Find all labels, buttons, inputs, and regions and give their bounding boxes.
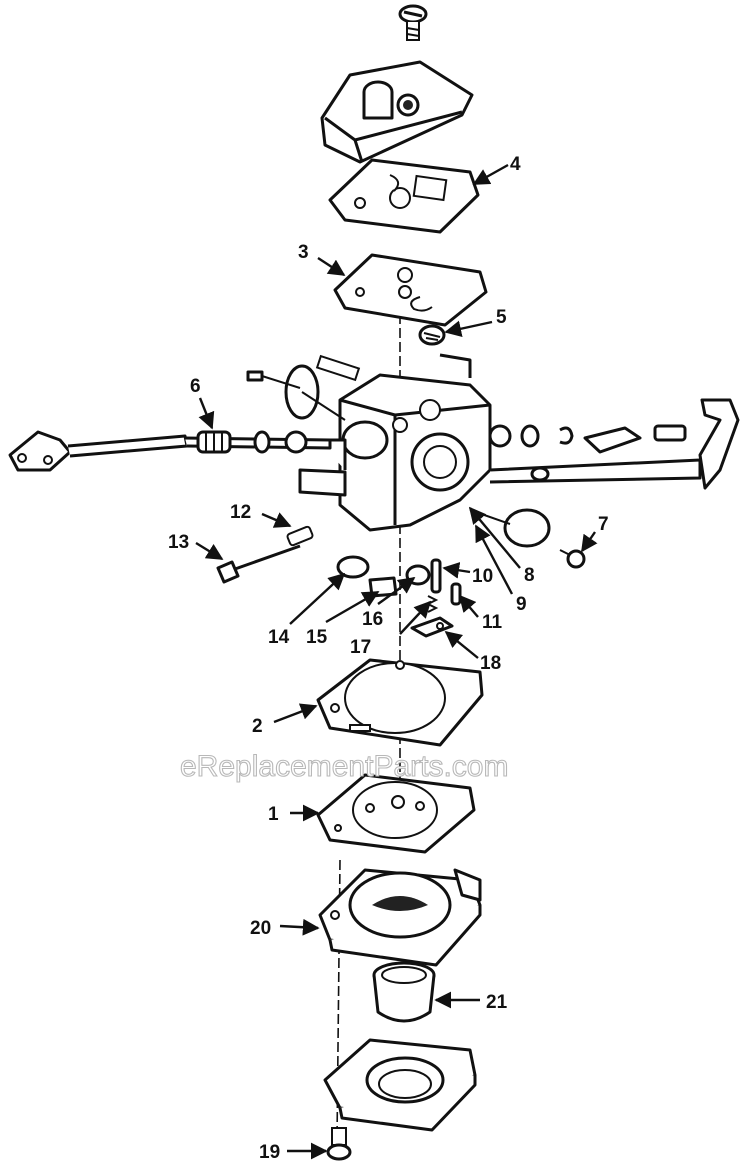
spring-6 bbox=[196, 430, 232, 454]
throttle-shaft-right bbox=[488, 398, 740, 490]
choke-shaft-left bbox=[8, 430, 332, 472]
callout-2: 2 bbox=[252, 716, 263, 737]
filter-21 bbox=[372, 961, 436, 1023]
callout-labels: 1 2 3 4 5 6 7 8 9 10 11 12 13 14 15 16 1… bbox=[168, 154, 609, 1163]
callout-18: 18 bbox=[480, 653, 501, 674]
callout-17: 17 bbox=[350, 637, 371, 658]
callout-leaders bbox=[195, 163, 598, 1160]
right-lower-parts bbox=[469, 508, 586, 569]
callout-3: 3 bbox=[298, 242, 309, 263]
callout-15: 15 bbox=[306, 627, 328, 648]
gasket-3 bbox=[333, 253, 488, 327]
callout-21: 21 bbox=[486, 992, 508, 1013]
top-cover bbox=[320, 60, 474, 164]
pump-body-20 bbox=[318, 868, 482, 967]
diaphragm-1 bbox=[316, 773, 476, 854]
callout-10: 10 bbox=[472, 566, 493, 587]
callout-9: 9 bbox=[516, 594, 527, 615]
callout-13: 13 bbox=[168, 532, 189, 553]
needle-13 bbox=[216, 525, 314, 584]
left-upper-parts bbox=[246, 354, 361, 421]
callout-4: 4 bbox=[510, 154, 521, 175]
gasket-4 bbox=[328, 158, 480, 234]
callout-19: 19 bbox=[259, 1142, 280, 1163]
callout-20: 20 bbox=[250, 918, 271, 939]
screw-19 bbox=[326, 1127, 352, 1161]
callout-14: 14 bbox=[268, 627, 290, 648]
callout-1: 1 bbox=[268, 804, 279, 825]
callout-5: 5 bbox=[496, 307, 507, 328]
callout-7: 7 bbox=[598, 514, 609, 535]
callout-12: 12 bbox=[230, 502, 251, 523]
carburetor-body bbox=[298, 353, 492, 532]
top-screw bbox=[398, 4, 428, 41]
callout-11: 11 bbox=[482, 612, 503, 633]
callout-6: 6 bbox=[190, 376, 201, 397]
screw-7 bbox=[559, 549, 586, 569]
callout-8: 8 bbox=[524, 565, 535, 586]
gasket-2 bbox=[316, 658, 484, 747]
plug-14 bbox=[336, 555, 370, 579]
callout-16: 16 bbox=[362, 609, 383, 630]
inlet-needle-parts bbox=[410, 558, 462, 638]
spring-12 bbox=[286, 525, 314, 547]
watermark-text: eReplacementParts.com bbox=[180, 750, 508, 783]
part-5-valve bbox=[418, 324, 446, 346]
bottom-cover bbox=[323, 1038, 477, 1132]
